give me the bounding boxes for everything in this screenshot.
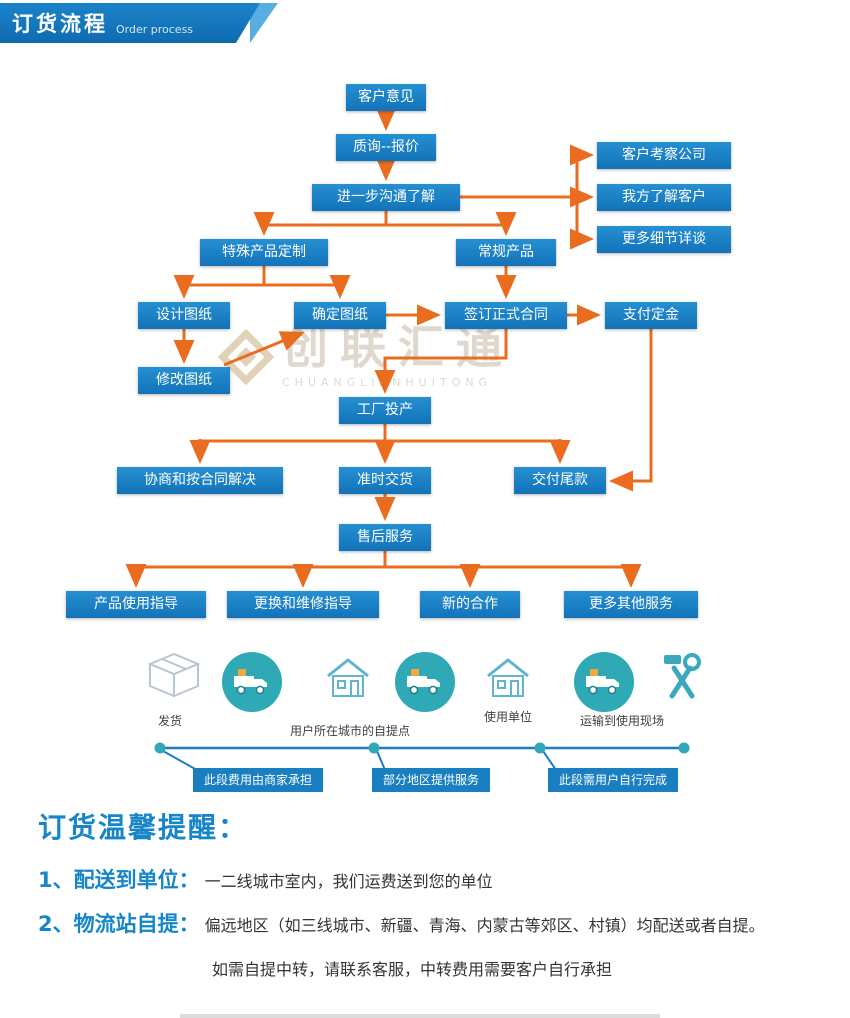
- label-ship: 发货: [157, 714, 182, 728]
- flow-node-negotiate-resolve: 协商和按合同解决: [117, 467, 283, 494]
- delivery-truck-icon: [222, 652, 282, 712]
- package-box-icon: [147, 650, 201, 702]
- reminder-item-2-text: 偏远地区（如三线城市、新疆、青海、内蒙古等郊区、村镇）均配送或者自提。: [204, 916, 765, 935]
- flow-node-more-services: 更多其他服务: [564, 591, 698, 618]
- page-title: 订货流程: [12, 12, 108, 36]
- flow-node-after-sales: 售后服务: [339, 524, 431, 551]
- flow-node-inquiry-quote: 质询--报价: [336, 134, 436, 161]
- label-transport-site: 运输到使用现场: [579, 714, 664, 728]
- flow-node-new-cooperation: 新的合作: [420, 591, 520, 618]
- reminder-item-2-number: 2、: [38, 912, 74, 936]
- reminder-item-2: 2、 物流站自提： 偏远地区（如三线城市、新疆、青海、内蒙古等郊区、村镇）均配送…: [38, 908, 765, 938]
- label-pickup-point: 用户所在城市的自提点: [289, 724, 410, 738]
- delivery-truck-icon: [574, 652, 634, 712]
- flow-node-replace-repair: 更换和维修指导: [227, 591, 379, 618]
- reminder-note: 如需自提中转，请联系客服，中转费用需要客户自行承担: [212, 960, 613, 979]
- reminder-item-1-label: 配送到单位：: [73, 868, 200, 892]
- timeline-seg-user-complete: 此段需用户自行完成: [548, 768, 678, 792]
- reminder-item-1-text: 一二线城市室内，我们运费送到您的单位: [204, 872, 493, 891]
- flow-node-design-drawing: 设计图纸: [138, 302, 230, 329]
- next-section-edge: [180, 1014, 660, 1018]
- house-icon: [484, 656, 532, 704]
- reminder-title: 订货温馨提醒：: [38, 811, 249, 844]
- flow-node-sign-contract: 签订正式合同: [445, 302, 567, 329]
- timeline-seg-merchant-cost: 此段费用由商家承担: [193, 768, 323, 792]
- delivery-truck-icon: [395, 652, 455, 712]
- label-use-unit: 使用单位: [483, 710, 532, 724]
- flow-node-know-customer: 我方了解客户: [597, 184, 731, 211]
- flow-node-usage-guide: 产品使用指导: [66, 591, 206, 618]
- page-title-en: Order process: [116, 22, 194, 36]
- brand-watermark: 创联汇通 CHUANGLIANHUITONG: [217, 320, 514, 389]
- reminder-item-1-number: 1、: [38, 868, 74, 892]
- house-icon: [324, 656, 372, 704]
- flow-node-further-comm: 进一步沟通了解: [312, 184, 460, 211]
- flow-node-regular-product: 常规产品: [456, 239, 556, 266]
- brand-name: 创联汇通: [282, 320, 514, 374]
- flow-node-confirm-drawing: 确定图纸: [294, 302, 386, 329]
- timeline-seg-partial-service: 部分地区提供服务: [372, 768, 490, 792]
- flow-node-pay-balance: 交付尾款: [514, 467, 606, 494]
- brand-name-en: CHUANGLIANHUITONG: [282, 376, 493, 389]
- flow-node-visit-company: 客户考察公司: [597, 142, 731, 169]
- flow-node-pay-deposit: 支付定金: [605, 302, 697, 329]
- reminder-item-2-label: 物流站自提：: [73, 912, 200, 936]
- flow-node-customer-feedback: 客户意见: [346, 84, 426, 111]
- flow-node-ontime-delivery: 准时交货: [339, 467, 431, 494]
- flow-node-factory-production: 工厂投产: [339, 397, 431, 424]
- header-banner: 订货流程 Order process: [0, 3, 260, 43]
- flow-node-special-custom: 特殊产品定制: [200, 239, 328, 266]
- reminder-item-1: 1、 配送到单位： 一二线城市室内，我们运费送到您的单位: [38, 864, 493, 894]
- flow-node-more-details: 更多细节详谈: [597, 226, 731, 253]
- flow-node-modify-drawing: 修改图纸: [138, 367, 230, 394]
- tools-icon: [658, 650, 706, 706]
